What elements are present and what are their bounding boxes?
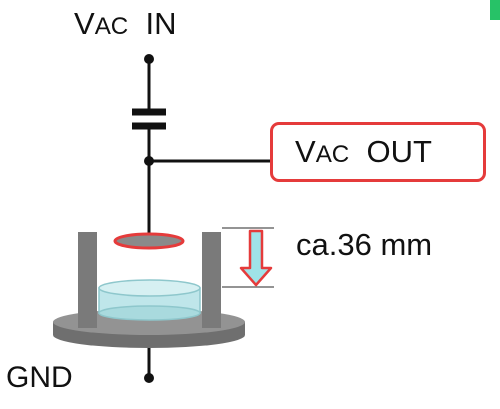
electrode-ring — [113, 232, 185, 250]
corner-accent-bar — [490, 0, 500, 20]
vac-out-box: VAC OUT — [270, 122, 486, 182]
gnd-label: GND — [6, 361, 73, 394]
holder-post-right — [202, 232, 221, 328]
liquid-dish-bottom — [98, 305, 201, 321]
gnd-terminal-dot — [144, 373, 154, 383]
distance-label: ca.36 mm — [296, 227, 433, 262]
holder-post-left — [78, 232, 97, 328]
liquid-surface — [98, 279, 201, 297]
vac-in-label: VAC IN — [74, 6, 177, 41]
vac-out-label: VAC OUT — [295, 134, 432, 169]
distance-arrow — [239, 229, 273, 287]
